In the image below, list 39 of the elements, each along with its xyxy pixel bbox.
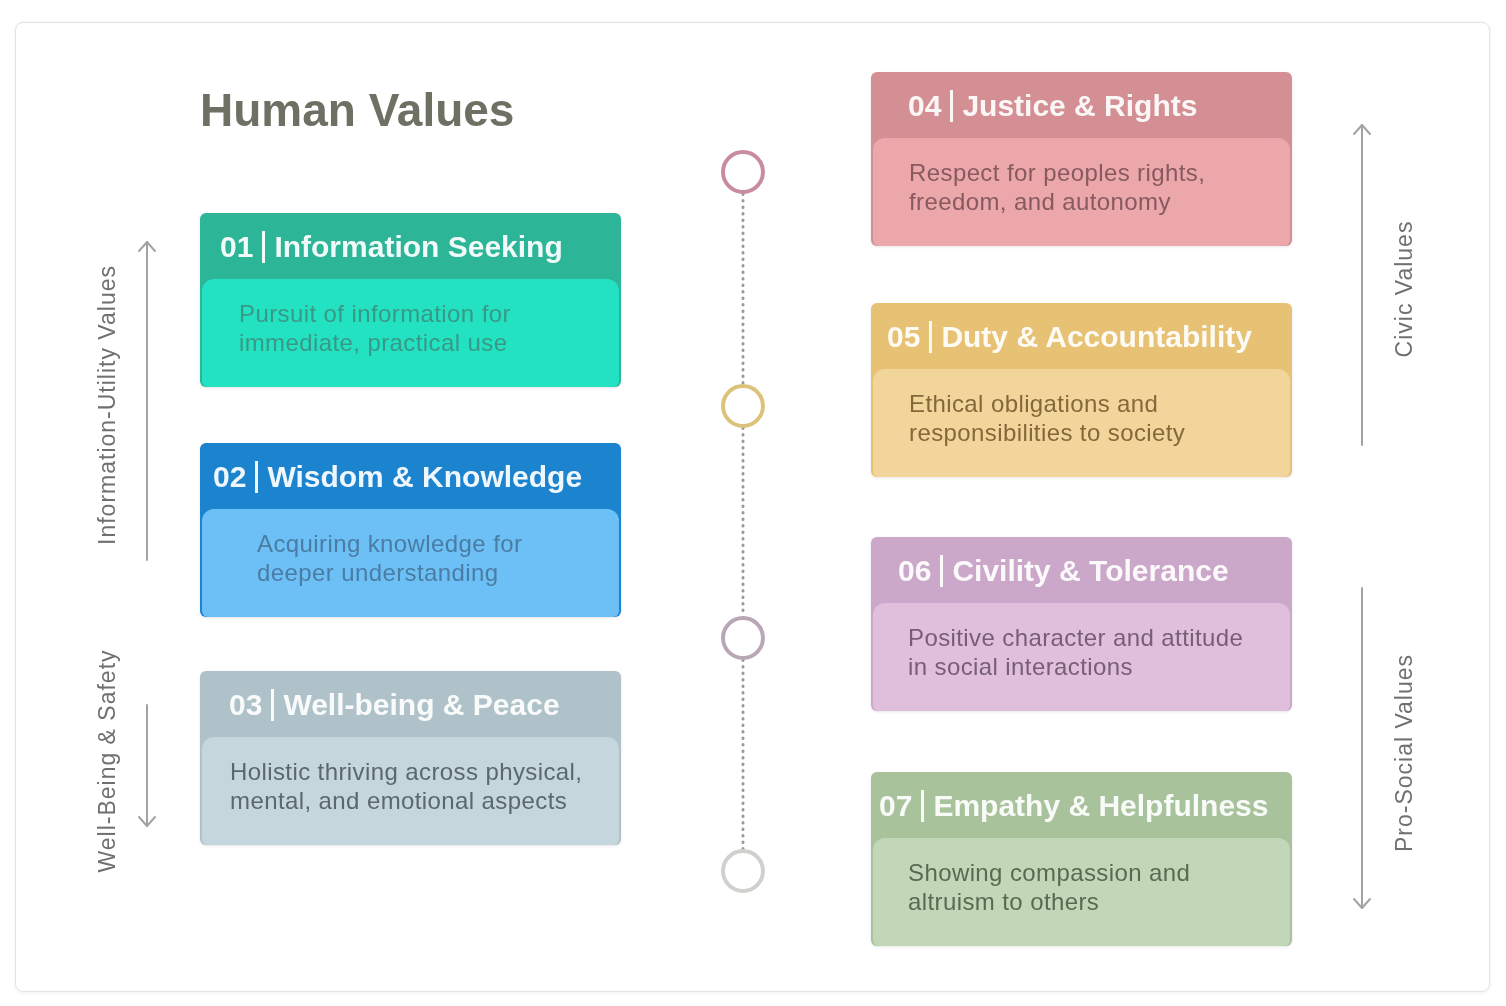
card-description: Holistic thriving across physical, mental, and emotional aspects [230, 757, 584, 815]
group-label: Civic Values [1390, 220, 1418, 358]
card-description: Pursuit of information for immediate, practical use [239, 299, 512, 357]
card-heading: Justice & Rights [962, 88, 1198, 124]
timeline-circle [721, 384, 765, 428]
timeline-circle [721, 150, 765, 194]
dotted-connector [741, 192, 745, 386]
card-heading: Civility & Tolerance [952, 553, 1229, 589]
timeline-circle [721, 849, 765, 893]
card-number: 02 [213, 459, 247, 495]
card-number: 01 [220, 229, 254, 265]
value-card [871, 772, 1292, 946]
card-description: Positive character and attitude in social interactions [908, 623, 1245, 681]
value-card [200, 213, 621, 387]
card-description: Respect for peoples rights, freedom, and autonomy [909, 158, 1207, 216]
card-heading: Duty & Accountability [941, 319, 1252, 355]
card-heading: Well-being & Peace [283, 687, 560, 723]
card-description: Showing compassion and altruism to others [908, 858, 1192, 916]
card-number: 03 [229, 687, 263, 723]
card-description: Acquiring knowledge for deeper understanding [257, 529, 524, 587]
timeline-circle [721, 616, 765, 660]
card-number: 04 [908, 88, 942, 124]
card-number: 07 [879, 788, 913, 824]
value-card [200, 671, 621, 845]
value-card [871, 537, 1292, 711]
value-card [200, 443, 621, 617]
card-heading: Wisdom & Knowledge [267, 459, 583, 495]
value-card [871, 72, 1292, 246]
card-number: 06 [898, 553, 932, 589]
card-description: Ethical obligations and responsibilities to society [909, 389, 1187, 447]
card-heading: Information Seeking [274, 229, 563, 265]
group-label: Pro-Social Values [1390, 653, 1418, 853]
card-number: 05 [887, 319, 921, 355]
dotted-connector [741, 658, 745, 851]
diagram-title: Human Values [200, 84, 515, 136]
group-label: Well-Being & Safety [93, 649, 121, 873]
card-heading: Empathy & Helpfulness [933, 788, 1269, 824]
value-card [871, 303, 1292, 477]
group-label: Information-Utility Values [93, 265, 121, 545]
